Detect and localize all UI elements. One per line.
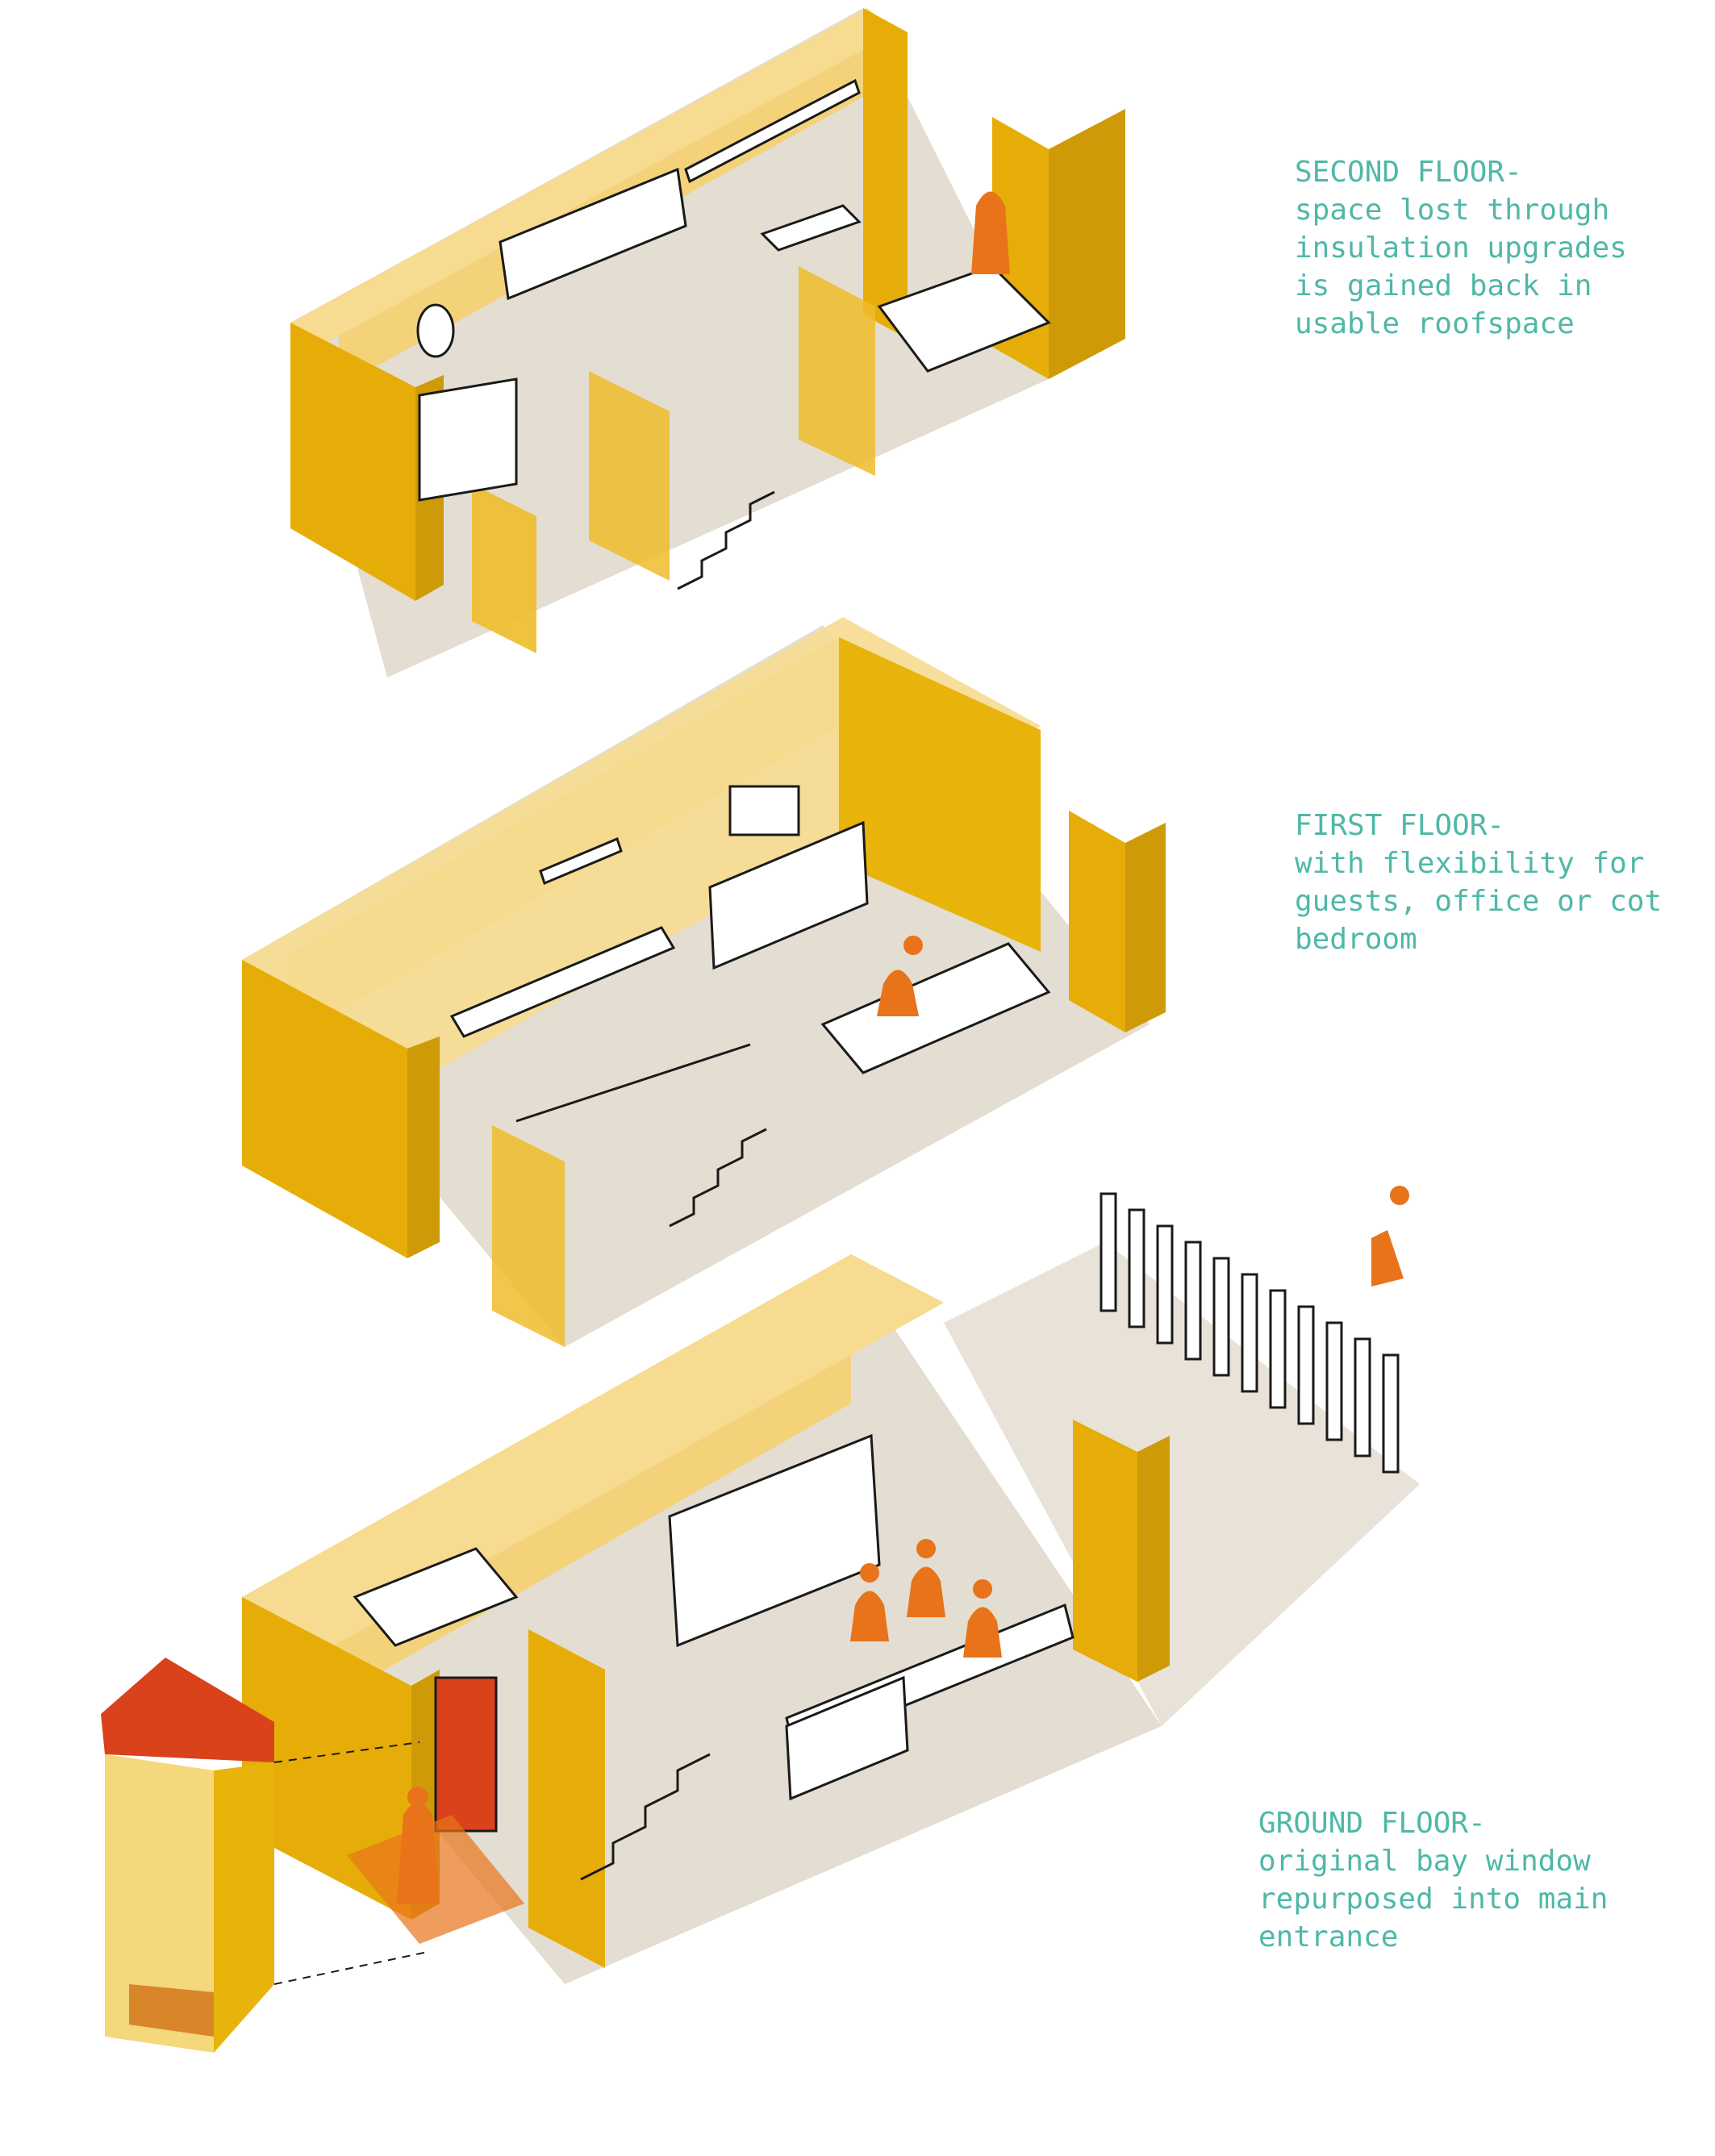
garden-person-head xyxy=(1390,1186,1409,1205)
ground-floor-partition xyxy=(528,1629,605,1968)
first-floor-stairs xyxy=(669,1128,767,1228)
mirror xyxy=(416,303,455,358)
ground-floor-front-pier xyxy=(1073,1420,1137,1682)
second-floor-caption-line: SECOND FLOOR- xyxy=(1295,156,1522,189)
first-floor-caption: FIRST FLOOR- with flexibility for guests… xyxy=(1295,807,1662,958)
entrance-person xyxy=(397,1803,439,1904)
vanity xyxy=(418,377,518,502)
bed xyxy=(353,1547,519,1647)
bay-window-roof xyxy=(101,1658,274,1762)
ground-floor-caption-line: entrance xyxy=(1258,1920,1399,1954)
first-floor-railing xyxy=(515,1043,751,1123)
first-floor-caption-line: with flexibility for xyxy=(1295,847,1645,880)
second-floor-partition-bed xyxy=(799,266,875,476)
shelf xyxy=(684,78,861,184)
ground-floor-furniture xyxy=(353,1433,1074,1801)
kitchen-units xyxy=(668,1433,881,1648)
ground-floor-caption: GROUND FLOOR- original bay window repurp… xyxy=(1258,1804,1608,1956)
second-floor-caption-line: is gained back in xyxy=(1295,269,1592,302)
second-floor-caption-line: space lost through xyxy=(1295,194,1610,227)
first-floor-caption-line: guests, office or cot xyxy=(1295,885,1663,918)
ground-floor-back-wall-top xyxy=(242,1254,944,1645)
second-floor-caption-line: usable roofspace xyxy=(1295,307,1575,340)
first-floor-left-wall xyxy=(242,960,407,1258)
first-floor-person xyxy=(877,970,919,1016)
second-floor-person-head xyxy=(981,192,1000,211)
second-floor-stairs xyxy=(677,490,775,590)
dining-people xyxy=(850,1539,1002,1658)
sideboard xyxy=(708,820,869,970)
ground-floor-caption-line: repurposed into main xyxy=(1258,1883,1609,1916)
bay-window-side xyxy=(214,1762,274,2053)
ground-floor-left-wall xyxy=(242,1597,411,1920)
mirror xyxy=(728,785,800,836)
first-floor-caption-line: bedroom xyxy=(1295,923,1417,956)
sofa xyxy=(820,942,1051,1074)
bay-window-projection xyxy=(273,1741,420,1763)
desk xyxy=(449,926,676,1038)
bay-window-base xyxy=(129,1984,214,2037)
ground-floor-caption-line: original bay window xyxy=(1258,1845,1591,1878)
second-floor-front-pier-side xyxy=(1049,109,1125,379)
desk xyxy=(760,204,862,252)
first-floor-right-wall xyxy=(839,637,1041,952)
second-floor-model xyxy=(290,8,1125,678)
first-floor-front-pier-side xyxy=(1125,823,1166,1032)
second-floor-caption-line: insulation upgrades xyxy=(1295,231,1627,265)
second-floor-right-wall xyxy=(863,8,908,339)
first-floor-person-head xyxy=(903,936,923,955)
first-floor-furniture xyxy=(449,785,1051,1074)
first-floor-caption-line: FIRST FLOOR- xyxy=(1295,809,1505,842)
garden-fence xyxy=(1100,1192,1400,1474)
bay-window-front xyxy=(105,1754,214,2053)
ground-floor-caption-line: GROUND FLOOR- xyxy=(1258,1807,1486,1840)
first-floor-front-partition xyxy=(492,1125,565,1347)
second-floor-partition-bath xyxy=(472,484,536,653)
first-floor-front-pier xyxy=(1069,811,1125,1032)
ground-floor-stairs xyxy=(580,1753,711,1881)
long-bench xyxy=(785,1675,909,1801)
second-floor-partition-wardrobe xyxy=(589,371,670,581)
second-floor-furniture xyxy=(416,78,1051,502)
second-floor-person xyxy=(971,191,1010,274)
garden-person xyxy=(1371,1230,1404,1287)
entrance-person-head xyxy=(407,1787,428,1808)
shelf xyxy=(539,836,623,886)
first-floor-left-wall-side xyxy=(407,1036,440,1258)
bed xyxy=(877,265,1051,373)
garden-plate xyxy=(944,1242,1420,1726)
second-floor-back-wall-top xyxy=(290,8,895,347)
ground-floor-front-pier-side xyxy=(1137,1436,1170,1682)
bay-window-model xyxy=(101,1658,428,2053)
ground-floor-model xyxy=(242,1186,1420,1984)
wardrobe xyxy=(499,167,687,301)
front-door xyxy=(434,1676,498,1833)
bay-window-projection-2 xyxy=(273,1951,428,1985)
first-floor-model xyxy=(242,617,1166,1347)
second-floor-caption: SECOND FLOOR- space lost through insulat… xyxy=(1295,153,1627,343)
second-floor-left-wall xyxy=(290,323,415,601)
